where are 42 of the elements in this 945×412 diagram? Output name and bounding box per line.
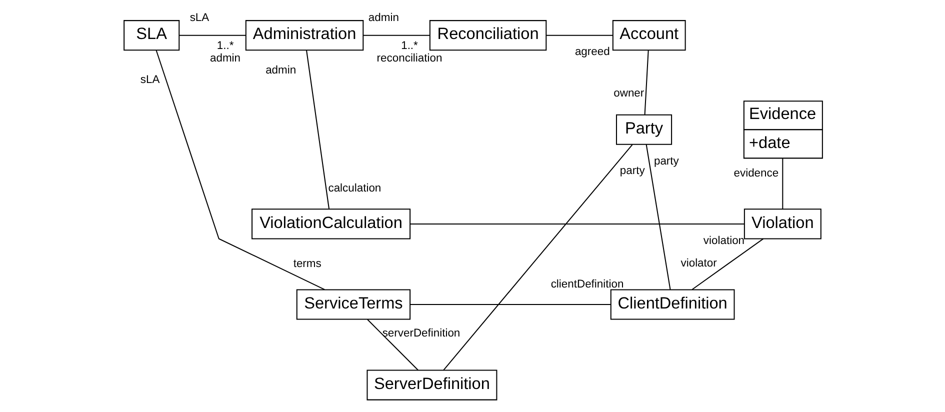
label: party <box>619 165 644 178</box>
connector <box>782 158 783 210</box>
node-box: Account <box>612 20 686 51</box>
node-box: Administration <box>244 20 364 51</box>
label: admin <box>265 64 296 76</box>
connector <box>546 34 612 36</box>
label: clientDefinition <box>550 278 624 291</box>
node-box: ServiceTerms <box>296 289 410 320</box>
connector <box>644 50 648 115</box>
connector <box>645 144 670 290</box>
connector <box>362 34 430 36</box>
label: evidence <box>733 167 778 180</box>
node-box: ClientDefinition <box>610 289 734 320</box>
label: serverDefinition <box>382 327 460 340</box>
label: sLA <box>189 12 209 24</box>
label: admin <box>368 12 398 24</box>
node-box: Violation <box>743 208 821 240</box>
node-box: SLA <box>123 20 180 51</box>
label: terms <box>292 258 321 270</box>
node-box: Reconciliation <box>428 20 546 51</box>
label: sLA <box>140 74 160 86</box>
connector <box>410 223 744 224</box>
label: violation <box>702 234 744 247</box>
label: admin <box>210 52 240 64</box>
connector <box>155 50 324 290</box>
connector <box>691 238 764 290</box>
node-box: Party <box>615 114 672 145</box>
label: owner <box>613 87 644 100</box>
label: reconciliation <box>376 52 442 64</box>
label: 1..* <box>216 40 234 52</box>
connector <box>442 144 632 370</box>
connector <box>178 34 246 36</box>
label: calculation <box>328 182 381 194</box>
label: agreed <box>574 46 610 58</box>
label: party <box>653 156 678 168</box>
label: violator <box>680 258 716 270</box>
label: 1..* <box>400 40 418 52</box>
connector <box>366 319 418 370</box>
node-box: ServerDefinition <box>366 370 497 400</box>
connector <box>306 50 330 209</box>
node-box: ViolationCalculation <box>251 208 410 240</box>
connector <box>410 304 610 305</box>
